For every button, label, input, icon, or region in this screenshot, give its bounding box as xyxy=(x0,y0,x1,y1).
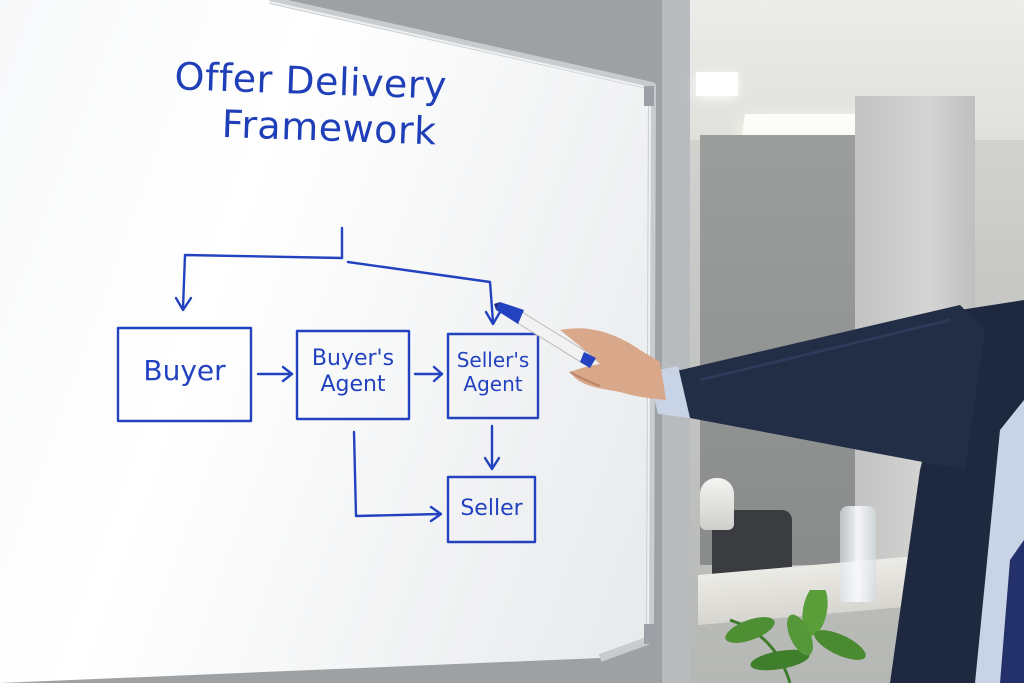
arrowhead-down xyxy=(483,456,501,471)
box-buyers-agent xyxy=(295,329,411,421)
arrowhead-right-1 xyxy=(281,365,294,383)
node-sellers-agent: Seller's Agent xyxy=(448,348,538,396)
node-buyers-agent: Buyer's Agent xyxy=(297,346,409,398)
water-bottle xyxy=(840,506,876,602)
arrowhead-seller xyxy=(429,505,443,523)
node-buyer-label: Buyer xyxy=(143,354,226,387)
node-seller: Seller xyxy=(448,496,535,522)
arrowhead-buyer xyxy=(174,296,193,312)
connector-buyers-agent-to-seller xyxy=(352,430,442,518)
node-buyers-agent-line-2: Agent xyxy=(320,372,386,397)
flow-diagram xyxy=(116,226,540,544)
connector-title-to-buyer xyxy=(181,253,344,310)
connector-title-to-sellers-agent xyxy=(346,260,495,324)
desk-lamp xyxy=(700,478,734,530)
box-seller xyxy=(446,475,537,544)
node-sellers-agent-line-1: Seller's xyxy=(456,348,530,372)
potted-plant xyxy=(725,590,866,683)
node-buyer: Buyer xyxy=(118,355,251,387)
box-sellers-agent xyxy=(446,332,540,420)
wall-column xyxy=(855,96,975,576)
box-buyer xyxy=(116,326,253,423)
ceiling-light-small xyxy=(696,72,738,96)
node-buyers-agent-line-1: Buyer's xyxy=(311,346,395,371)
arrowhead-right-2 xyxy=(432,365,444,383)
node-sellers-agent-line-2: Agent xyxy=(463,372,523,396)
node-seller-label: Seller xyxy=(460,496,523,521)
